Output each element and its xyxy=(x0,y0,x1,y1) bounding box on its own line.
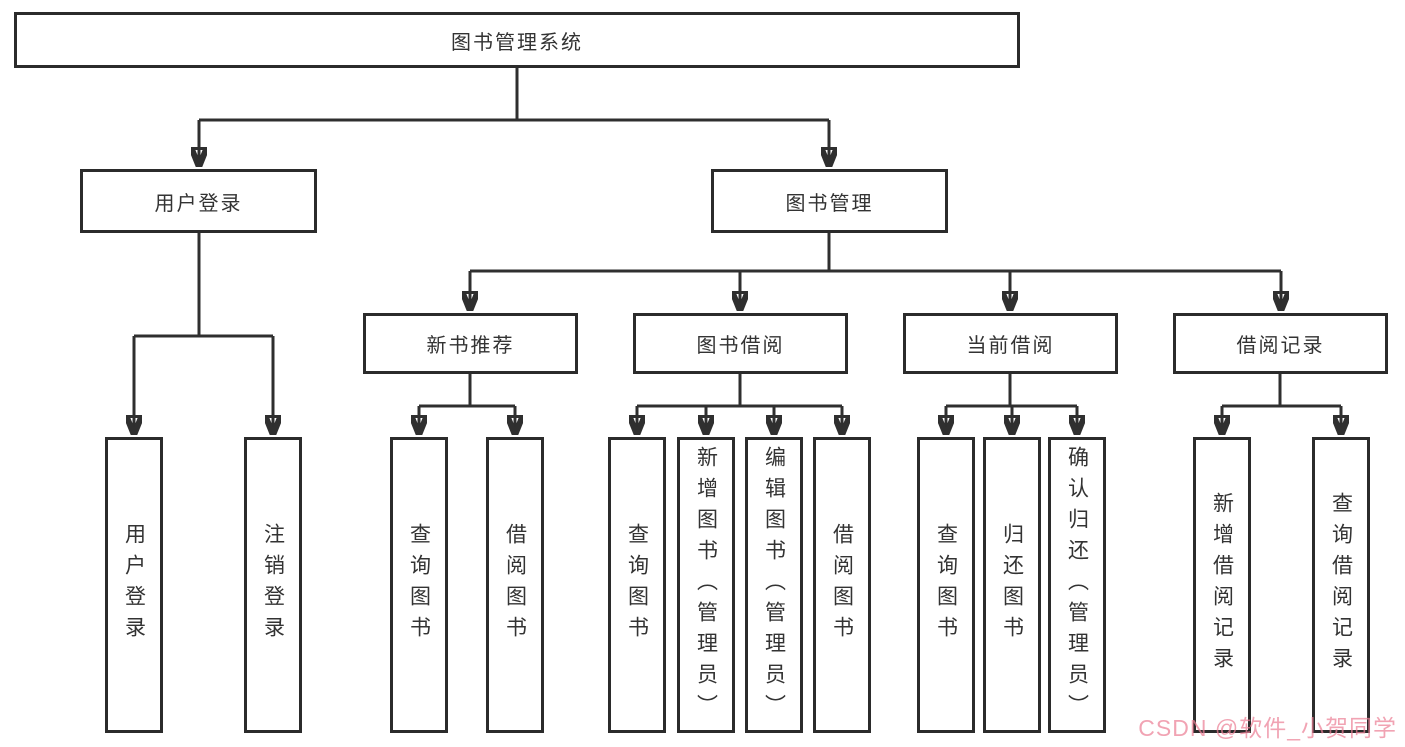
node-label: 图书管理 xyxy=(785,192,874,215)
node-leaf-borrow-books-1: 借阅图书 xyxy=(486,437,544,733)
node-label: 新增图书（管理员） xyxy=(694,445,718,725)
node-current-borrowing: 当前借阅 xyxy=(903,313,1118,374)
node-label: 借阅图书 xyxy=(830,523,854,647)
connector-records-branch xyxy=(1222,374,1341,435)
node-leaf-user-login: 用户登录 xyxy=(105,437,163,733)
node-leaf-query-books-3: 查询图书 xyxy=(917,437,975,733)
connector-book-management-branch xyxy=(470,233,1281,311)
node-leaf-add-books-admin: 新增图书（管理员） xyxy=(677,437,735,733)
node-label: 当前借阅 xyxy=(966,335,1055,357)
node-root-label: 图书管理系统 xyxy=(451,31,583,54)
connector-new-books-branch xyxy=(419,374,515,435)
node-label: 确认归还（管理员） xyxy=(1065,445,1089,725)
node-leaf-query-borrow-record: 查询借阅记录 xyxy=(1312,437,1370,733)
node-label: 查询图书 xyxy=(934,523,958,647)
node-leaf-query-books-1: 查询图书 xyxy=(390,437,448,733)
node-label: 借阅记录 xyxy=(1236,335,1325,357)
node-user-login: 用户登录 xyxy=(80,169,317,233)
node-label: 借阅图书 xyxy=(503,523,527,647)
node-label: 查询图书 xyxy=(407,523,431,647)
node-label: 归还图书 xyxy=(1000,523,1024,647)
connector-borrowing-branch xyxy=(637,374,842,435)
node-leaf-logout: 注销登录 xyxy=(244,437,302,733)
node-label: 用户登录 xyxy=(154,192,243,215)
node-label: 编辑图书（管理员） xyxy=(762,445,786,725)
node-leaf-add-borrow-record: 新增借阅记录 xyxy=(1193,437,1251,733)
node-label: 查询图书 xyxy=(625,523,649,647)
node-book-management: 图书管理 xyxy=(711,169,948,233)
node-label: 图书借阅 xyxy=(696,335,785,357)
connector-current-branch xyxy=(946,374,1077,435)
node-leaf-query-books-2: 查询图书 xyxy=(608,437,666,733)
node-leaf-confirm-return-admin: 确认归还（管理员） xyxy=(1048,437,1106,733)
node-leaf-return-books: 归还图书 xyxy=(983,437,1041,733)
node-borrow-records: 借阅记录 xyxy=(1173,313,1388,374)
node-label: 新书推荐 xyxy=(426,335,515,357)
node-label: 用户登录 xyxy=(122,523,146,647)
connector-root-to-level2 xyxy=(199,68,829,167)
node-leaf-edit-books-admin: 编辑图书（管理员） xyxy=(745,437,803,733)
connector-user-login-branch xyxy=(134,233,273,435)
node-label: 查询借阅记录 xyxy=(1329,492,1353,678)
node-label: 注销登录 xyxy=(261,523,285,647)
node-borrowing: 图书借阅 xyxy=(633,313,848,374)
node-new-books: 新书推荐 xyxy=(363,313,578,374)
node-root-system: 图书管理系统 xyxy=(14,12,1020,68)
node-label: 新增借阅记录 xyxy=(1210,492,1234,678)
node-leaf-borrow-books-2: 借阅图书 xyxy=(813,437,871,733)
